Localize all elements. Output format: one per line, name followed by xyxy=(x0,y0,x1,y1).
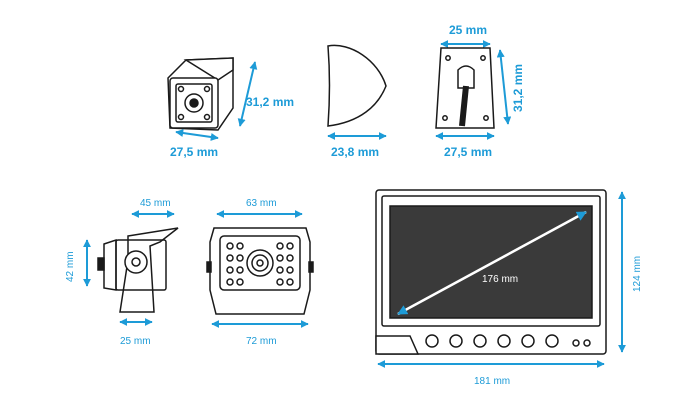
monitor-diagonal-label: 176 mm xyxy=(482,274,518,285)
led-icon xyxy=(226,242,234,250)
camera-1-width-label: 27,5 mm xyxy=(170,145,218,159)
button-icon xyxy=(473,334,487,348)
camera-3-back xyxy=(435,47,495,129)
camera-3-top-label: 25 mm xyxy=(449,23,487,37)
arrow-icon xyxy=(496,49,512,125)
button-icon xyxy=(449,334,463,348)
indicator-icon xyxy=(583,339,591,347)
arrow-icon xyxy=(175,129,219,141)
monitor-height-label: 124 mm xyxy=(632,256,643,292)
led-icon xyxy=(286,266,294,274)
led-icon xyxy=(276,266,284,274)
monitor xyxy=(375,189,607,355)
camera-4-bottom-label: 25 mm xyxy=(120,336,151,347)
camera-2-body xyxy=(327,44,387,127)
led-icon xyxy=(236,254,244,262)
monitor-width-label: 181 mm xyxy=(474,376,510,387)
led-icon xyxy=(276,254,284,262)
led-icon xyxy=(286,242,294,250)
led-icon xyxy=(203,113,211,121)
cable-icon xyxy=(459,85,469,127)
camera-5-bottom-label: 72 mm xyxy=(246,336,277,347)
led-icon xyxy=(226,266,234,274)
screw-icon xyxy=(442,115,448,121)
led-icon xyxy=(203,85,211,93)
camera-2-profile xyxy=(327,44,387,127)
button-icon xyxy=(497,334,511,348)
led-icon xyxy=(226,254,234,262)
led-icon xyxy=(177,85,185,93)
led-icon xyxy=(276,278,284,286)
led-icon xyxy=(177,113,185,121)
button-icon xyxy=(521,334,535,348)
led-icon xyxy=(276,242,284,250)
arrow-icon xyxy=(237,61,258,127)
camera-1-height-label: 31,2 mm xyxy=(246,95,294,109)
led-icon xyxy=(236,278,244,286)
led-icon xyxy=(286,254,294,262)
monitor-button-bar xyxy=(375,335,420,355)
indicator-icon xyxy=(572,339,580,347)
led-icon xyxy=(236,266,244,274)
camera-1-angled xyxy=(167,57,234,131)
camera-2-depth-label: 23,8 mm xyxy=(331,145,379,159)
camera-4-bracket xyxy=(97,227,179,313)
camera-5-front xyxy=(206,227,314,315)
camera-4-height-label: 42 mm xyxy=(65,251,76,282)
camera-3-height-label: 31,2 mm xyxy=(511,64,525,112)
screw-icon xyxy=(480,55,486,61)
mount-icon xyxy=(457,65,475,89)
button-icon xyxy=(545,334,559,348)
button-icon xyxy=(425,334,439,348)
camera-3-bottom-label: 27,5 mm xyxy=(444,145,492,159)
camera-4-housing xyxy=(103,238,117,291)
led-icon xyxy=(286,278,294,286)
led-icon xyxy=(226,278,234,286)
led-icon xyxy=(236,242,244,250)
screw-icon xyxy=(483,115,489,121)
camera-5-top-label: 63 mm xyxy=(246,198,277,209)
arrow-icon xyxy=(397,210,587,316)
screw-icon xyxy=(445,55,451,61)
camera-4-top-label: 45 mm xyxy=(140,198,171,209)
